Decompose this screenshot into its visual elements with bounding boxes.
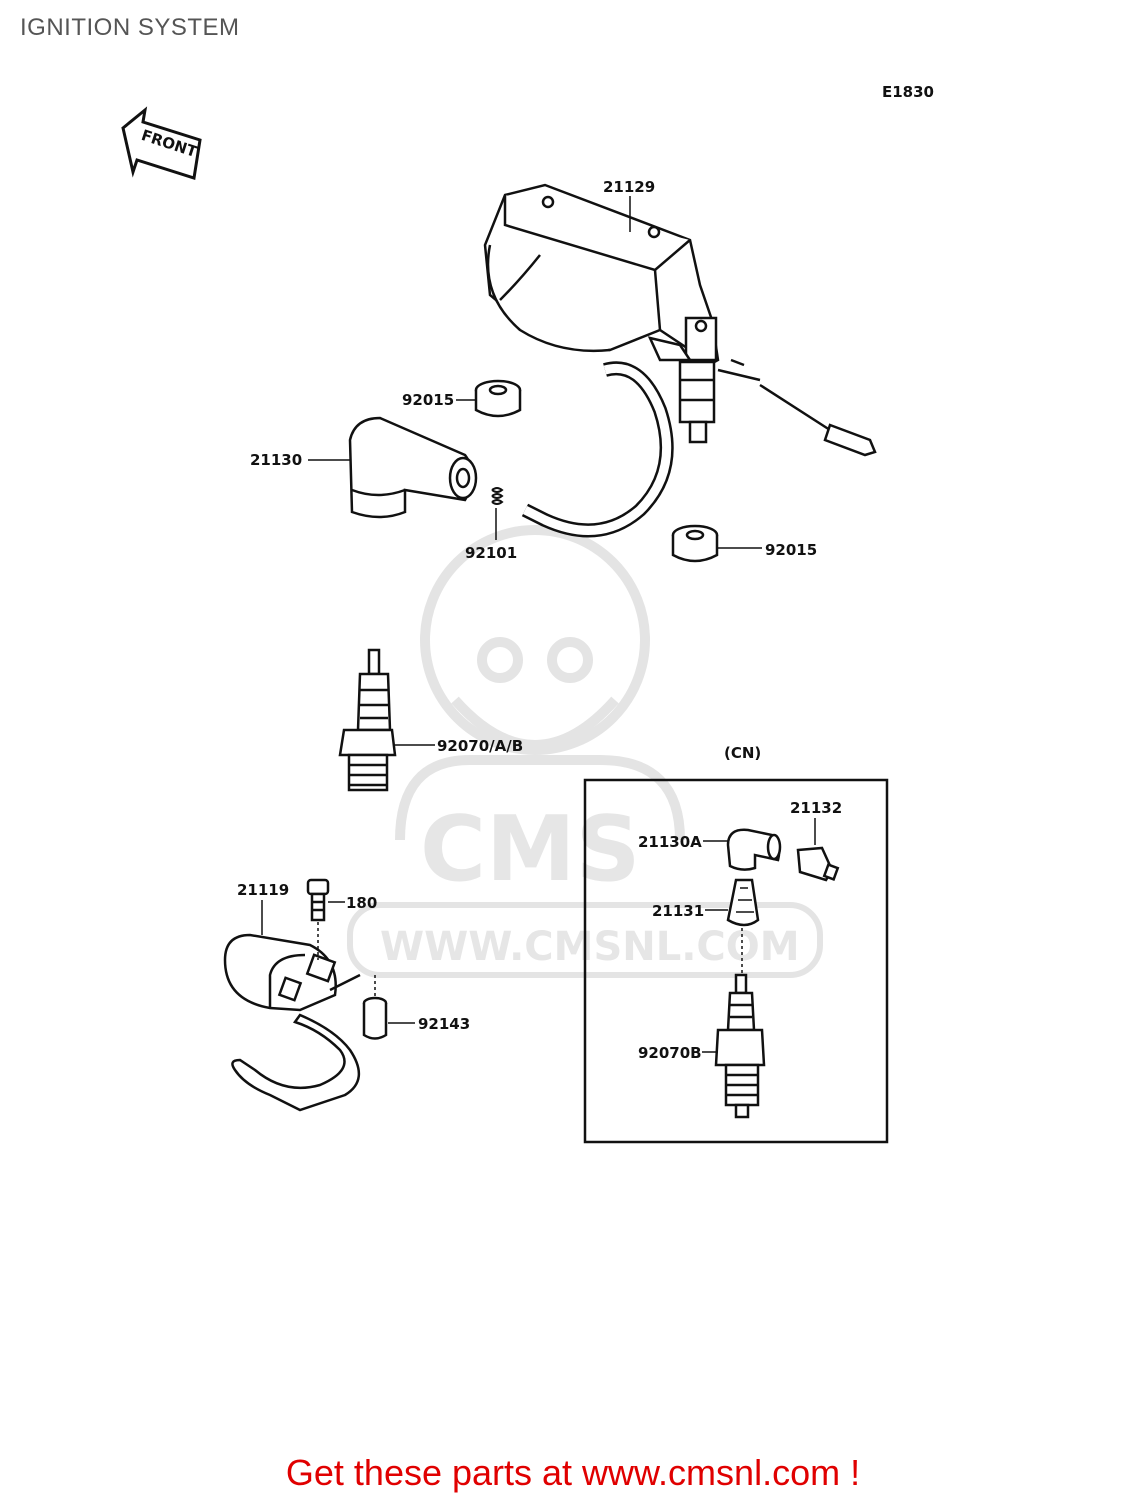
part-180-label: 180 [346, 894, 377, 912]
cta-link[interactable]: Get these parts at www.cmsnl.com ! [285, 1452, 861, 1493]
svg-text:CMS: CMS [420, 797, 640, 902]
nut-92015-lower [671, 524, 719, 563]
bolt-180 [306, 878, 330, 922]
cn-box [583, 778, 889, 1144]
ignition-coil-21129 [483, 183, 877, 538]
part-21130-label: 21130 [250, 451, 302, 469]
watermark-cms: CMS WWW.CMSNL.COM [347, 797, 823, 978]
part-92101-label: 92101 [465, 544, 517, 562]
cn-label: (CN) [724, 744, 761, 762]
diagram-code: E1830 [882, 83, 934, 101]
part-92143-label: 92143 [418, 1015, 470, 1033]
spring-92101 [491, 487, 504, 505]
nut-92015-upper [474, 379, 522, 418]
spark-plug-92070b [714, 973, 766, 1119]
part-92015-upper-label: 92015 [402, 391, 454, 409]
cap-21132 [796, 846, 840, 882]
boot-21131 [726, 878, 760, 927]
spark-plug-92070 [338, 648, 397, 792]
part-21131-label: 21131 [652, 902, 704, 920]
part-21130a-label: 21130A [638, 833, 702, 851]
part-92070-label: 92070/A/B [437, 737, 523, 755]
part-21129-label: 21129 [603, 178, 655, 196]
coil-21119 [223, 933, 361, 1112]
page-title: IGNITION SYSTEM [20, 14, 240, 41]
front-arrow-icon: FRONT [121, 106, 202, 180]
part-92015-lower-label: 92015 [765, 541, 817, 559]
collar-92143 [362, 996, 388, 1040]
watermark-url: WWW.CMSNL.COM [380, 924, 800, 970]
part-92070b-label: 92070B [638, 1044, 702, 1062]
plug-cap-21130 [348, 416, 478, 519]
watermark-logo [395, 525, 685, 841]
plug-cap-21130a [726, 828, 782, 871]
part-21132-label: 21132 [790, 799, 842, 817]
part-21119-label: 21119 [237, 881, 289, 899]
